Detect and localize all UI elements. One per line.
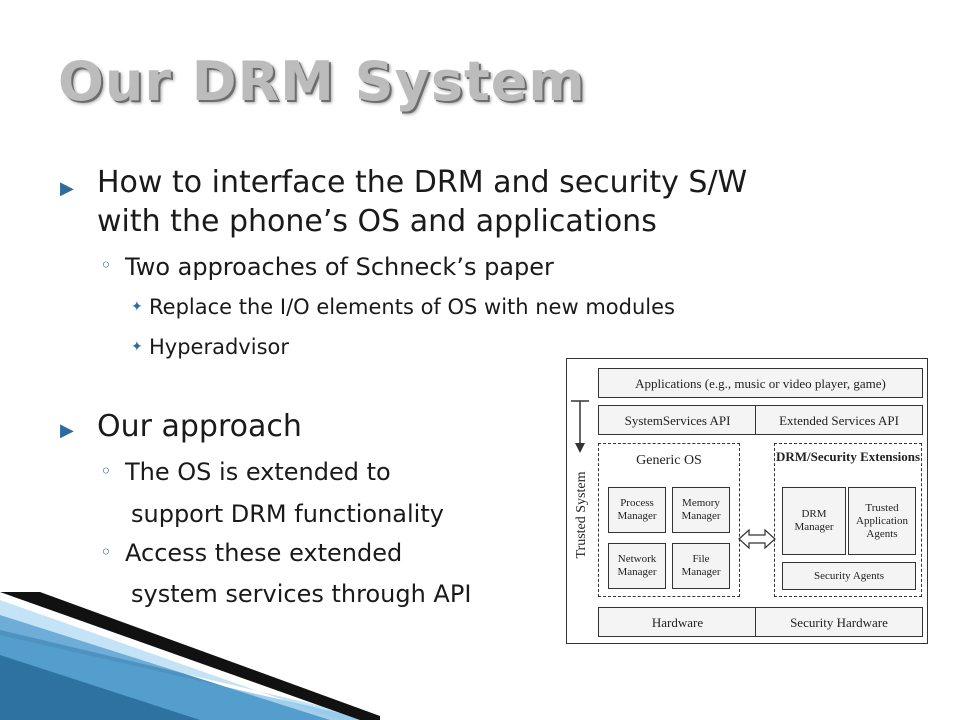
memory-manager-box: Memory Manager bbox=[672, 487, 730, 533]
network-manager-box: Network Manager bbox=[608, 543, 666, 589]
slide-title: Our DRM System bbox=[58, 50, 586, 113]
bullet-access-line2: system services through API bbox=[131, 580, 472, 608]
bullet-os-extended-line2: support DRM functionality bbox=[131, 500, 444, 528]
drm-manager-box: DRM Manager bbox=[782, 487, 846, 555]
extended-services-api-box: Extended Services API bbox=[755, 405, 923, 435]
drm-security-extensions-label: DRM/Security Extensions bbox=[775, 449, 921, 464]
bullet-interface-line2: with the phone’s OS and applications bbox=[97, 204, 657, 239]
level3-marker-icon: ✦ bbox=[131, 339, 143, 355]
security-hardware-box: Security Hardware bbox=[755, 607, 923, 637]
security-agents-box: Security Agents bbox=[782, 562, 916, 590]
bullet-access-line1: Access these extended bbox=[125, 539, 403, 567]
bidirectional-arrow-icon bbox=[738, 528, 776, 550]
system-services-api-box: SystemServices API bbox=[598, 405, 757, 435]
trusted-system-arrow-icon bbox=[571, 400, 589, 453]
trusted-system-label: Trusted System bbox=[574, 471, 589, 559]
level2-marker-icon: ◦ bbox=[100, 253, 112, 277]
bullet-interface-line1: How to interface the DRM and security S/… bbox=[97, 165, 748, 200]
generic-os-label: Generic OS bbox=[636, 453, 702, 468]
level1-marker-icon: ▶ bbox=[60, 420, 74, 441]
level1-marker-icon: ▶ bbox=[60, 178, 74, 199]
generic-os-group bbox=[598, 443, 740, 597]
bullet-hyperadvisor: Hyperadvisor bbox=[149, 335, 289, 359]
drm-security-extensions-group bbox=[774, 443, 922, 597]
bullet-our-approach: Our approach bbox=[97, 409, 302, 444]
process-manager-box: Process Manager bbox=[608, 487, 666, 533]
bullet-two-approaches: Two approaches of Schneck’s paper bbox=[125, 253, 554, 281]
level3-marker-icon: ✦ bbox=[131, 299, 143, 315]
applications-box: Applications (e.g., music or video playe… bbox=[598, 368, 923, 398]
hardware-box: Hardware bbox=[598, 607, 757, 637]
level2-marker-icon: ◦ bbox=[100, 540, 112, 564]
file-manager-box: File Manager bbox=[672, 543, 730, 589]
bullet-os-extended-line1: The OS is extended to bbox=[125, 458, 391, 486]
trusted-application-agents-box: Trusted Application Agents bbox=[848, 487, 916, 555]
bullet-replace-io: Replace the I/O elements of OS with new … bbox=[149, 295, 675, 319]
level2-marker-icon: ◦ bbox=[100, 459, 112, 483]
decorative-stripes bbox=[0, 592, 380, 720]
architecture-diagram: Applications (e.g., music or video playe… bbox=[566, 358, 928, 644]
